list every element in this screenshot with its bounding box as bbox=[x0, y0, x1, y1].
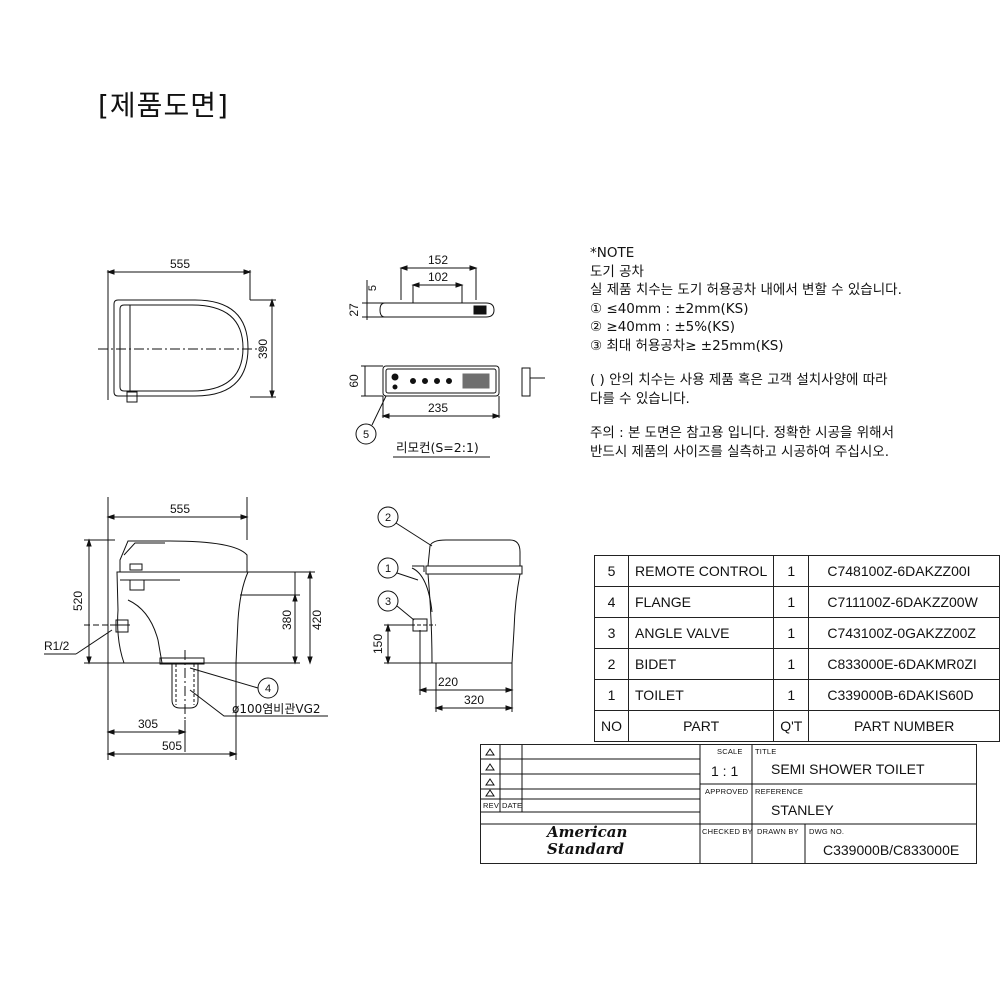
dim-remote-27: 27 bbox=[347, 303, 361, 317]
part-number: C833000E-6DAKMR0ZI bbox=[808, 648, 1000, 680]
notes-para3-line1: 주의 : 본 도면은 참고용 입니다. 정확한 시공을 위해서 bbox=[590, 425, 894, 441]
logo-line-2: Standard bbox=[547, 840, 624, 858]
part-number: C711100Z-6DAKZZ00W bbox=[808, 586, 1000, 618]
notes-line2: ① ≤40mm : ±2mm(KS) bbox=[590, 300, 749, 317]
top-view: 555 390 bbox=[98, 257, 276, 403]
balloon-3 bbox=[377, 590, 399, 612]
title-block: SCALE 1 : 1 TITLE SEMI SHOWER TOILET APP… bbox=[480, 744, 977, 864]
side-view: 220 320 150 2 1 3 bbox=[371, 506, 523, 712]
dim-front-380: 380 bbox=[280, 610, 294, 630]
dim-front-305: 305 bbox=[138, 717, 158, 731]
notes-block: *NOTE 도기 공차 실 제품 치수는 도기 허용공차 내에서 변할 수 있습… bbox=[590, 244, 902, 461]
part-no: 1 bbox=[594, 679, 629, 711]
remote-caption: 리모컨(S=2:1) bbox=[396, 440, 479, 455]
dim-remote-235: 235 bbox=[428, 401, 448, 415]
dim-top-width: 555 bbox=[170, 257, 190, 271]
dim-remote-102: 102 bbox=[428, 270, 448, 284]
dwg-no-value: C339000B/C833000E bbox=[823, 842, 960, 858]
reference-value: STANLEY bbox=[771, 802, 834, 818]
balloon-5 bbox=[355, 423, 377, 445]
drawn-by-label: DRAWN BY bbox=[757, 827, 799, 836]
table-row: 1 TOILET 1 C339000B-6DAKIS60D bbox=[594, 679, 1000, 711]
balloon-4 bbox=[257, 677, 279, 699]
part-qty: 1 bbox=[773, 555, 810, 587]
dim-side-150: 150 bbox=[371, 634, 385, 654]
drawing-title: SEMI SHOWER TOILET bbox=[771, 761, 925, 777]
title-label: TITLE bbox=[755, 747, 777, 756]
title-block-lines bbox=[480, 744, 977, 864]
part-number: C743100Z-0GAKZZ00Z bbox=[808, 617, 1000, 649]
table-row: 2 BIDET 1 C833000E-6DAKMR0ZI bbox=[594, 648, 1000, 680]
part-qty: 1 bbox=[773, 679, 810, 711]
part-no: 2 bbox=[594, 648, 629, 680]
dim-top-depth: 390 bbox=[256, 339, 270, 359]
dim-side-220: 220 bbox=[438, 675, 458, 689]
label-r12: R1/2 bbox=[44, 639, 70, 653]
part-name: BIDET bbox=[627, 648, 775, 680]
part-no: 5 bbox=[594, 555, 629, 587]
part-number: C339000B-6DAKIS60D bbox=[808, 679, 1000, 711]
dim-front-width: 555 bbox=[170, 502, 190, 516]
balloon-1-label: 1 bbox=[385, 563, 391, 575]
dim-front-505: 505 bbox=[162, 739, 182, 753]
part-no: 3 bbox=[594, 617, 629, 649]
part-qty: 1 bbox=[773, 648, 810, 680]
part-qty: 1 bbox=[773, 617, 810, 649]
table-row: 5 REMOTE CONTROL 1 C748100Z-6DAKZZ00I bbox=[594, 555, 1000, 587]
date-label: DATE bbox=[502, 801, 523, 810]
table-row: 4 FLANGE 1 C711100Z-6DAKZZ00W bbox=[594, 586, 1000, 618]
dim-front-520: 520 bbox=[71, 591, 85, 611]
scale-label: SCALE bbox=[717, 747, 743, 756]
dim-remote-5: 5 bbox=[367, 285, 379, 291]
balloon-5-label: 5 bbox=[363, 429, 369, 441]
header-no: NO bbox=[594, 710, 629, 742]
approved-label: APPROVED bbox=[705, 787, 749, 796]
notes-para2-line2: 다를 수 있습니다. bbox=[590, 390, 690, 407]
part-name: ANGLE VALVE bbox=[627, 617, 775, 649]
dim-remote-152: 152 bbox=[428, 253, 448, 267]
front-view: 555 R1/2 520 380 420 bbox=[44, 497, 328, 760]
parts-table: 5 REMOTE CONTROL 1 C748100Z-6DAKZZ00I 4 … bbox=[594, 555, 1000, 742]
balloon-2 bbox=[377, 506, 399, 528]
balloon-4-label: 4 bbox=[265, 683, 271, 695]
notes-line3: ② ≥40mm : ±5%(KS) bbox=[590, 319, 735, 335]
part-number: C748100Z-6DAKZZ00I bbox=[808, 555, 1000, 587]
dwg-no-label: DWG NO. bbox=[809, 827, 845, 836]
notes-subtitle: 도기 공차 bbox=[590, 263, 644, 280]
balloon-1 bbox=[377, 557, 399, 579]
dim-side-320: 320 bbox=[464, 693, 484, 707]
part-no: 4 bbox=[594, 586, 629, 618]
dim-front-420: 420 bbox=[310, 610, 324, 630]
notes-title: *NOTE bbox=[590, 245, 635, 261]
table-row: 3 ANGLE VALVE 1 C743100Z-0GAKZZ00Z bbox=[594, 617, 1000, 649]
part-name: FLANGE bbox=[627, 586, 775, 618]
balloon-2-label: 2 bbox=[385, 512, 391, 524]
header-part: PART bbox=[627, 710, 775, 742]
american-standard-logo: American Standard bbox=[547, 824, 627, 858]
rev-label: REV bbox=[483, 801, 500, 810]
notes-line1: 실 제품 치수는 도기 허용공차 내에서 변할 수 있습니다. bbox=[590, 282, 902, 298]
checked-by-label: CHECKED BY bbox=[702, 827, 753, 836]
header-qty: Q'T bbox=[773, 710, 810, 742]
remote-view: 152 102 5 27 60 235 bbox=[347, 253, 545, 458]
reference-label: REFERENCE bbox=[755, 787, 804, 796]
part-name: TOILET bbox=[627, 679, 775, 711]
label-drain: ø100염비관VG2 bbox=[232, 702, 321, 716]
notes-para2-line1: ( ) 안의 치수는 사용 제품 혹은 고객 설치사양에 따라 bbox=[590, 372, 888, 388]
page-title: [제품도면] bbox=[98, 89, 229, 122]
table-header-row: NO PART Q'T PART NUMBER bbox=[594, 710, 1000, 742]
logo-line-1: American bbox=[547, 823, 628, 841]
part-qty: 1 bbox=[773, 586, 810, 618]
notes-para3-line2: 반드시 제품의 사이즈를 실측하고 시공하여 주십시오. bbox=[590, 443, 889, 460]
part-name: REMOTE CONTROL bbox=[627, 555, 775, 587]
notes-line4: ③ 최대 허용공차≥ ±25mm(KS) bbox=[590, 337, 784, 354]
header-part-number: PART NUMBER bbox=[808, 710, 1000, 742]
balloon-3-label: 3 bbox=[385, 596, 391, 608]
dim-remote-60: 60 bbox=[347, 374, 361, 388]
scale-value: 1 : 1 bbox=[711, 763, 739, 779]
